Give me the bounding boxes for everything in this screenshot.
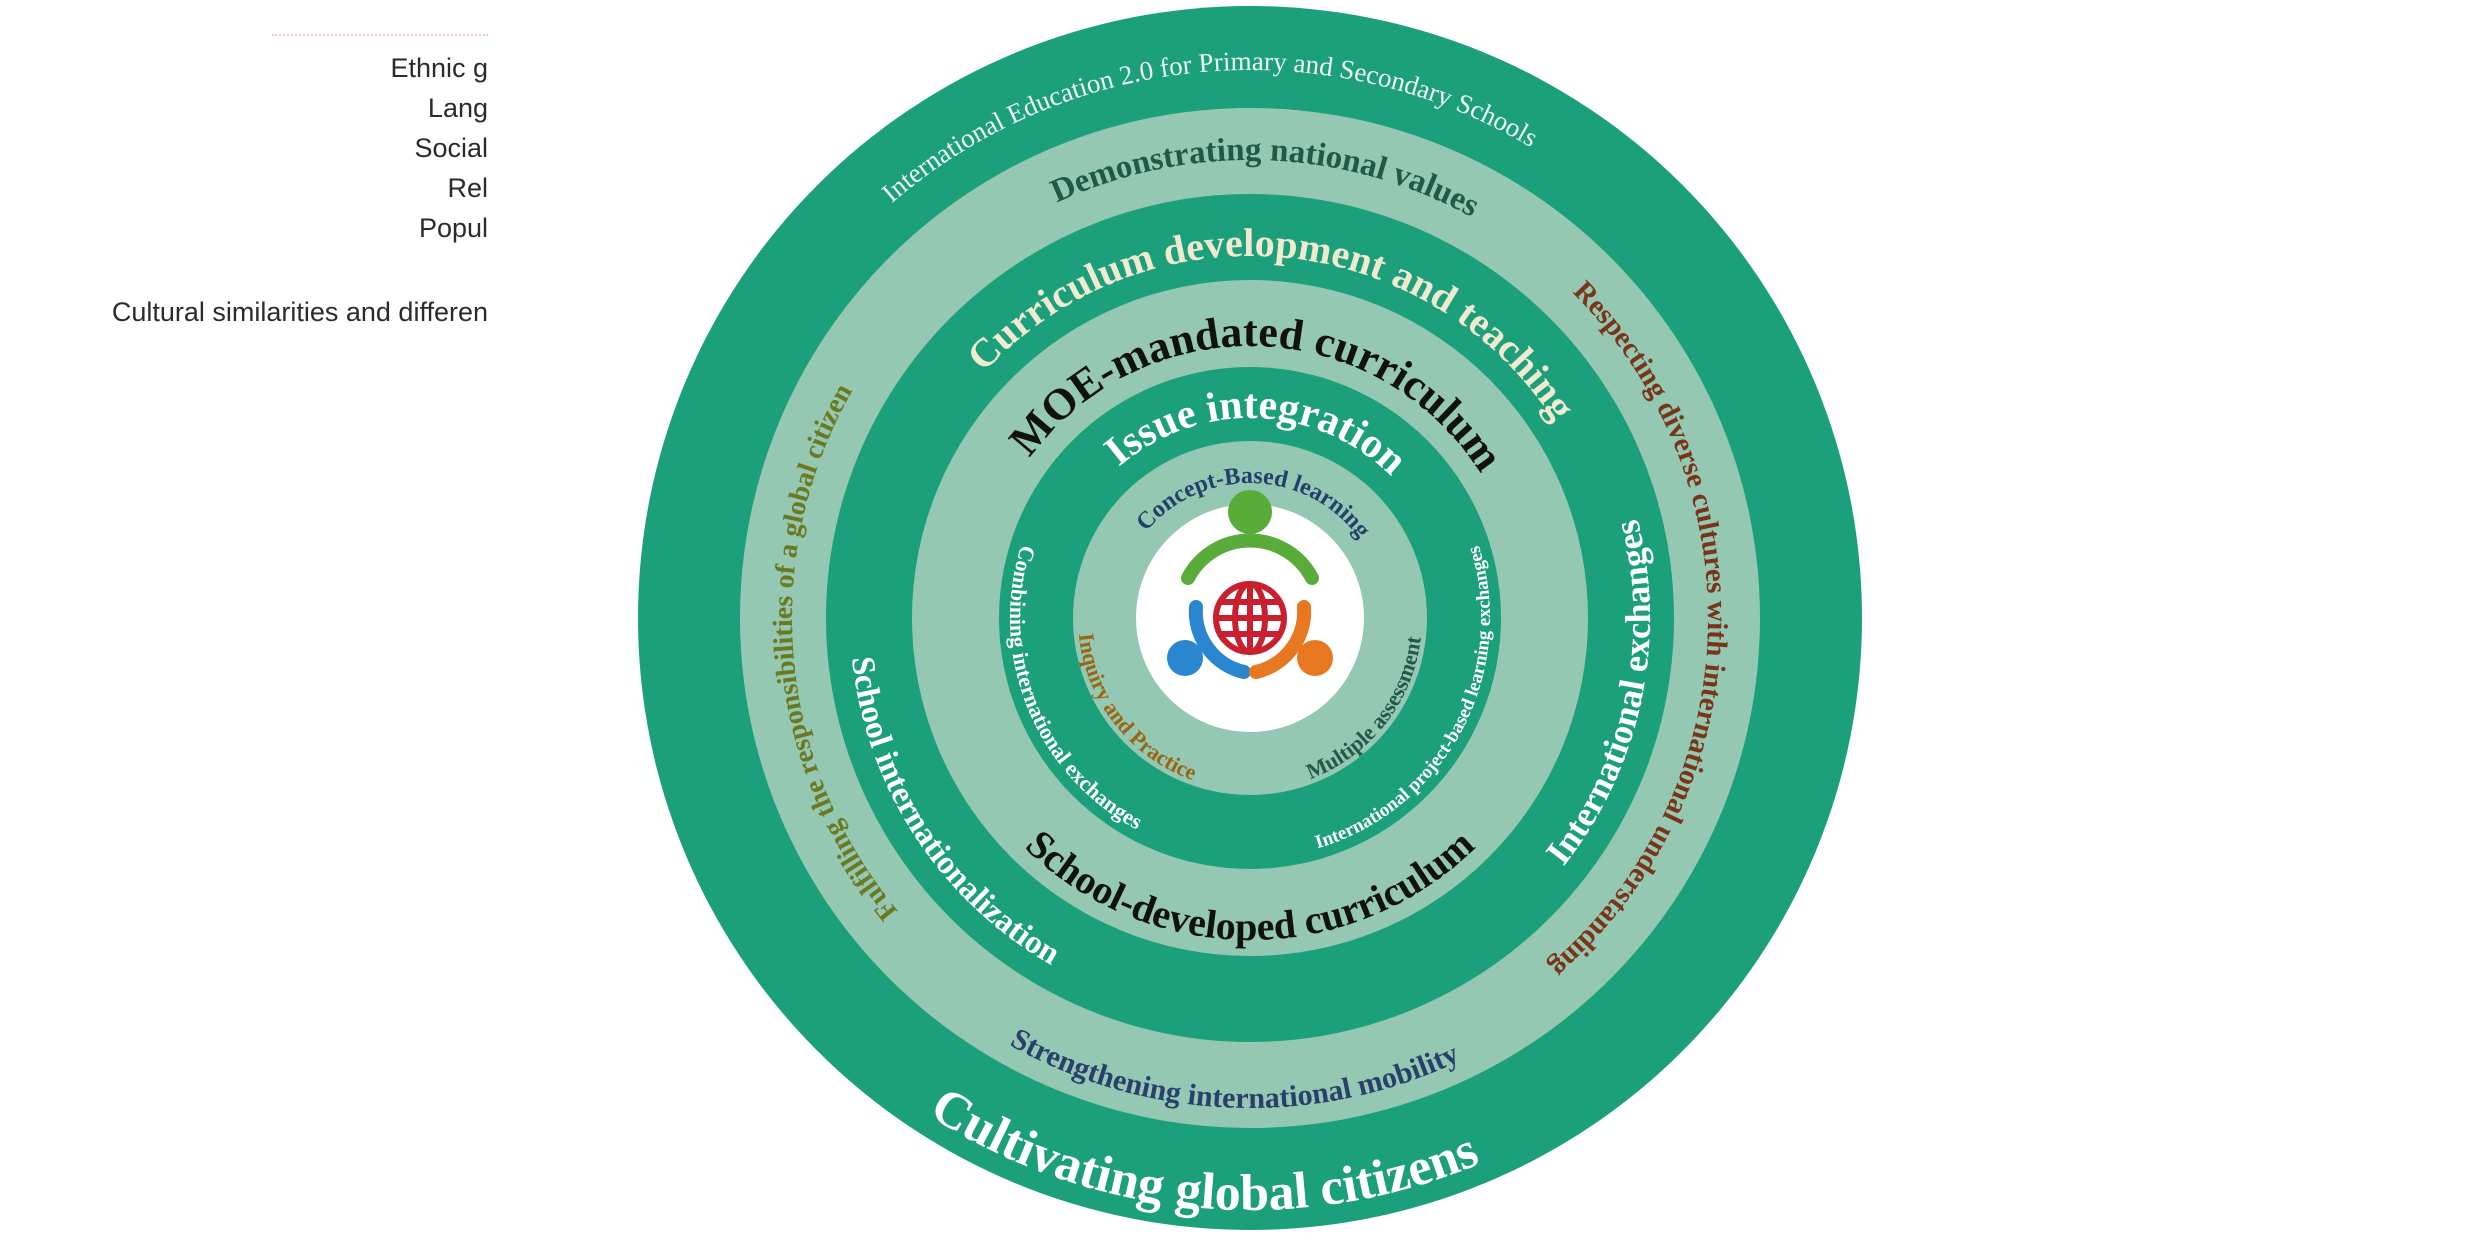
side-item-language: Lang (427, 93, 488, 123)
globe-icon (1213, 581, 1287, 655)
side-item-religion: Rel (447, 173, 488, 203)
side-item-social: Social (414, 133, 488, 163)
divider (272, 34, 488, 36)
side-footer-text: Cultural similarities and differen (111, 297, 488, 327)
side-item-ethnic: Ethnic g (390, 53, 488, 83)
side-item-population: Popul (418, 213, 488, 243)
side-text-panel: Ethnic g Lang Social Rel Popul Cultural … (0, 0, 488, 360)
people-around-globe-icon (1167, 490, 1333, 679)
